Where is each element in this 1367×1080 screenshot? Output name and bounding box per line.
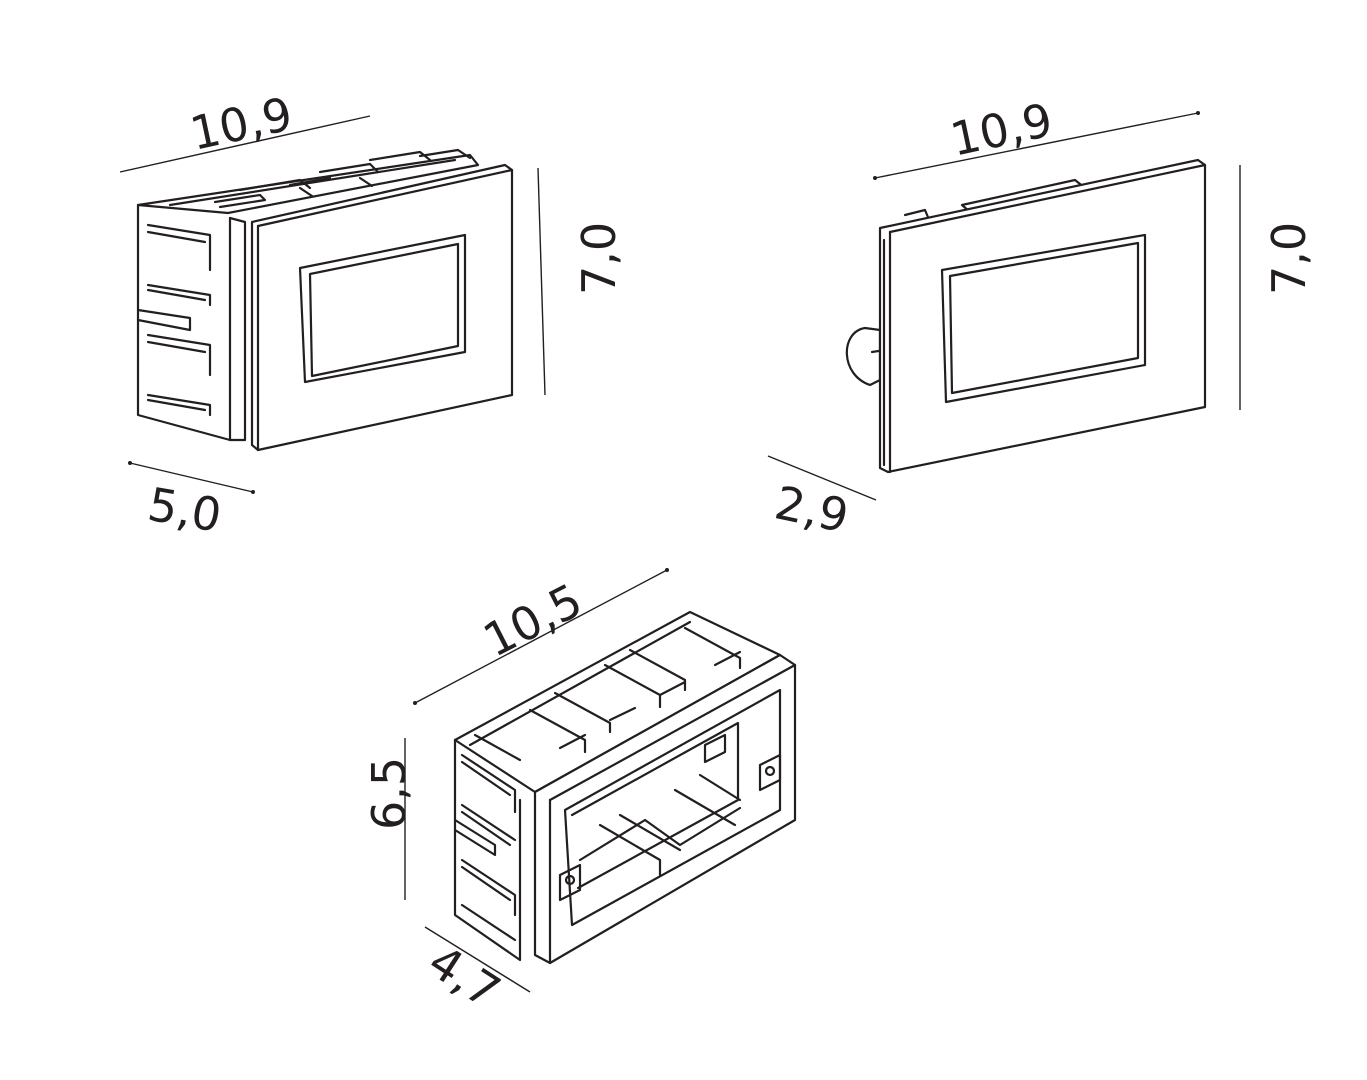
dimension-lines-3 — [404, 568, 669, 993]
box-top-surface — [136, 148, 480, 215]
luminaire-plate — [878, 158, 1207, 474]
depth-label: 4,7 — [419, 934, 510, 1019]
width-label: 10,5 — [475, 573, 591, 668]
height-label: 6,5 — [362, 757, 416, 830]
mounting-box-side — [453, 738, 522, 962]
mounting-box-top — [453, 610, 782, 794]
depth-label: 5,0 — [144, 477, 225, 543]
box-side — [136, 203, 247, 442]
drawing-surface-luminaire: 10,9 7,0 2,9 — [767, 93, 1316, 543]
dimension-lines-1 — [119, 115, 546, 494]
mounting-box-frame — [533, 653, 797, 965]
dimension-lines-2 — [767, 111, 1241, 501]
height-label: 7,0 — [572, 222, 626, 295]
drawing-mounting-box: 10,5 6,5 4,7 — [362, 568, 797, 1019]
width-label: 10,9 — [946, 93, 1057, 167]
height-label: 7,0 — [1262, 222, 1316, 295]
drawing-front-mounted-luminaire: 10,9 7,0 5,0 — [119, 87, 626, 543]
width-label: 10,9 — [185, 87, 296, 161]
front-plate — [250, 163, 514, 452]
